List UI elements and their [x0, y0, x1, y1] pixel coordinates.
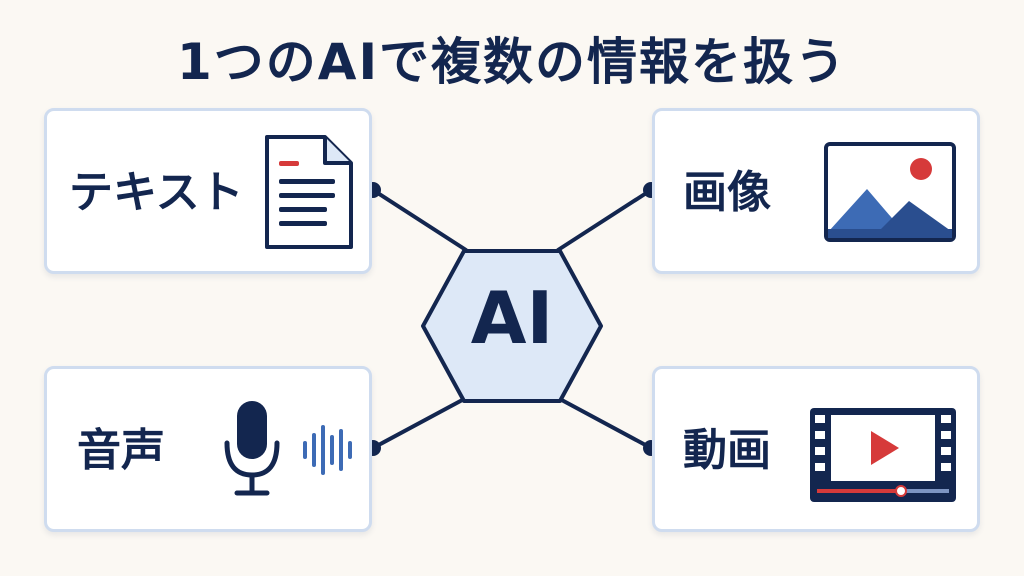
connector-image — [556, 188, 653, 252]
connector-audio — [371, 396, 468, 450]
card-text: テキスト — [44, 108, 372, 274]
ai-hub-label: AI — [470, 276, 554, 360]
page-title: 1つのAIで複数の情報を扱う — [176, 33, 848, 91]
microphone-icon — [224, 401, 352, 496]
card-video: 動画 — [652, 366, 980, 532]
card-image-label: 画像 — [683, 167, 771, 218]
card-audio: 音声 — [44, 366, 372, 532]
video-player-icon — [810, 408, 956, 502]
card-audio-label: 音声 — [77, 425, 165, 476]
card-image: 画像 — [652, 108, 980, 274]
connector-video — [556, 396, 653, 450]
ai-hub-hexagon — [421, 249, 603, 403]
document-icon — [265, 135, 353, 249]
connector-text — [371, 188, 468, 252]
image-icon — [824, 142, 956, 242]
card-video-label: 動画 — [683, 425, 771, 476]
card-text-label: テキスト — [69, 167, 244, 218]
